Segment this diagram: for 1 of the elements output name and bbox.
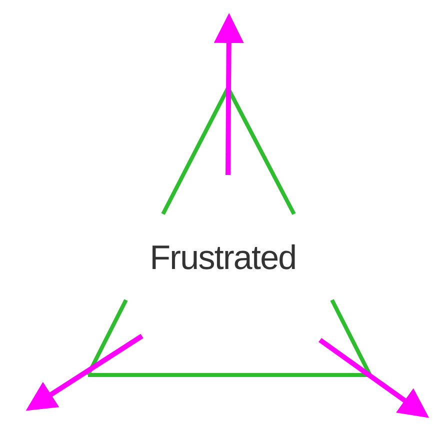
diagram-label: Frustrated [148, 238, 298, 278]
